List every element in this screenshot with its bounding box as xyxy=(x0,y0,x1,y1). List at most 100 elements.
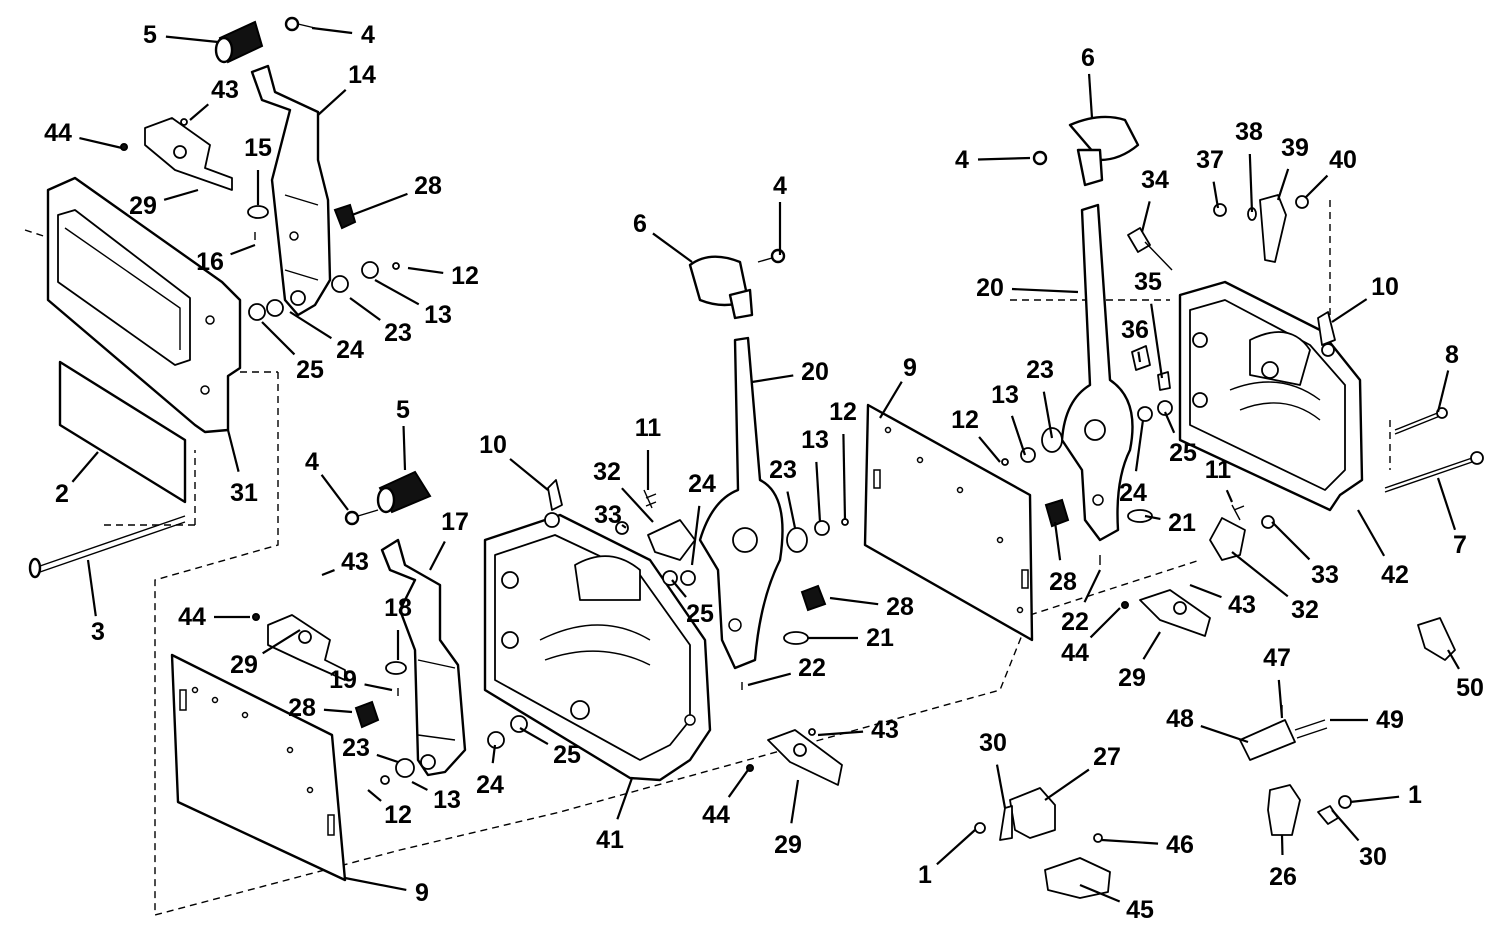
callout-c28c: 28 xyxy=(886,593,914,621)
callout-c41: 41 xyxy=(596,826,624,854)
leader-c48 xyxy=(1200,725,1249,744)
leader-c42 xyxy=(1357,509,1386,557)
leader-c28a xyxy=(351,192,408,217)
lever-20-center xyxy=(698,336,784,670)
leader-c16 xyxy=(230,243,256,256)
leader-c43d xyxy=(1189,583,1222,599)
callout-c32a: 32 xyxy=(593,458,621,486)
small-parts-upper-left xyxy=(120,117,400,321)
callout-c22a: 22 xyxy=(798,654,826,682)
callout-c44d: 44 xyxy=(1061,639,1089,667)
callout-c44a: 44 xyxy=(44,119,72,147)
leader-c8 xyxy=(1436,370,1450,413)
leader-c23b xyxy=(376,753,399,764)
leader-c14 xyxy=(317,88,347,116)
leader-c13d xyxy=(1010,415,1027,456)
callout-c26: 26 xyxy=(1269,863,1297,891)
callout-c33b: 33 xyxy=(1311,561,1339,589)
leader-c24c xyxy=(690,505,701,566)
leader-c5a xyxy=(165,35,219,44)
leader-c28b xyxy=(323,708,353,714)
callout-c49: 49 xyxy=(1376,706,1404,734)
callout-c32b: 32 xyxy=(1291,596,1319,624)
callout-c13a: 13 xyxy=(424,301,452,329)
leader-c1a xyxy=(1349,795,1400,804)
leader-c24d xyxy=(1134,419,1145,472)
callout-c1a: 1 xyxy=(1408,781,1422,809)
leader-c12d xyxy=(978,436,1001,463)
callout-c43b: 43 xyxy=(341,548,369,576)
callout-c23a: 23 xyxy=(384,319,412,347)
callout-c4d: 4 xyxy=(955,146,969,174)
leader-c37 xyxy=(1212,181,1220,209)
leader-c1b xyxy=(936,829,976,866)
callout-c4c: 4 xyxy=(773,172,787,200)
leader-c29d xyxy=(1142,631,1161,660)
leader-c24a xyxy=(289,311,333,340)
knob-5-upper xyxy=(214,20,264,64)
leader-c21b xyxy=(1144,514,1161,520)
leader-c43a xyxy=(189,103,210,121)
leader-c4d xyxy=(977,156,1031,161)
callout-c31: 31 xyxy=(230,479,258,507)
leader-lines xyxy=(71,26,1460,903)
leader-c6a xyxy=(652,232,693,263)
leader-c30b xyxy=(1331,809,1360,842)
leader-c34 xyxy=(1140,201,1151,233)
leader-c23d xyxy=(1042,391,1054,439)
callout-c10a: 10 xyxy=(479,431,507,459)
leader-c47 xyxy=(1277,679,1284,719)
callout-c5a: 5 xyxy=(143,21,157,49)
callout-c42: 42 xyxy=(1381,561,1409,589)
callout-c24d: 24 xyxy=(1119,479,1147,507)
leader-c44a xyxy=(79,136,123,150)
housing-42 xyxy=(1178,280,1364,512)
leader-c35 xyxy=(1150,303,1164,379)
leader-c32a xyxy=(621,487,654,523)
screw-4-upper xyxy=(284,16,316,32)
callout-c25d: 25 xyxy=(1169,439,1197,467)
callout-c23d: 23 xyxy=(1026,356,1054,384)
leader-c9a xyxy=(344,876,407,892)
leader-c27 xyxy=(1044,768,1090,801)
lever-20-right xyxy=(1060,203,1134,542)
callout-c45: 45 xyxy=(1126,896,1154,924)
mounting-plate-9-right xyxy=(863,403,1034,642)
callout-c10b: 10 xyxy=(1371,273,1399,301)
callout-c5b: 5 xyxy=(396,396,410,424)
leader-c5b xyxy=(402,425,407,471)
leader-c39 xyxy=(1276,168,1290,201)
leader-c29a xyxy=(163,188,199,201)
callout-c25b: 25 xyxy=(553,741,581,769)
callout-c4a: 4 xyxy=(361,21,375,49)
screw-3 xyxy=(28,515,186,579)
callout-c44c: 44 xyxy=(702,801,730,829)
callout-c39: 39 xyxy=(1281,134,1309,162)
leader-c50 xyxy=(1447,649,1460,670)
callout-c25a: 25 xyxy=(296,356,324,384)
callout-c28d: 28 xyxy=(1049,568,1077,596)
leader-c28d xyxy=(1053,521,1062,561)
callout-c22b: 22 xyxy=(1061,608,1089,636)
center-small-parts xyxy=(544,479,696,586)
leader-c44c xyxy=(727,769,749,798)
lens-2 xyxy=(58,360,187,504)
leader-c41 xyxy=(616,777,634,820)
small-parts-lower-left xyxy=(252,470,528,785)
leader-c46 xyxy=(1101,838,1159,845)
callout-c9b: 9 xyxy=(903,354,917,382)
leader-c43c xyxy=(817,730,864,737)
leader-c25c xyxy=(671,579,687,598)
callout-c16: 16 xyxy=(196,248,224,276)
leader-c10a xyxy=(509,458,549,491)
callout-c50: 50 xyxy=(1456,674,1484,702)
callout-c24b: 24 xyxy=(476,771,504,799)
pin-10-right xyxy=(1317,311,1336,357)
callout-c43a: 43 xyxy=(211,76,239,104)
callout-c38: 38 xyxy=(1235,118,1263,146)
center-right-small-parts xyxy=(741,518,849,786)
leader-c43b xyxy=(321,569,335,577)
leader-c25b xyxy=(519,727,549,745)
leader-c36 xyxy=(1137,351,1142,363)
